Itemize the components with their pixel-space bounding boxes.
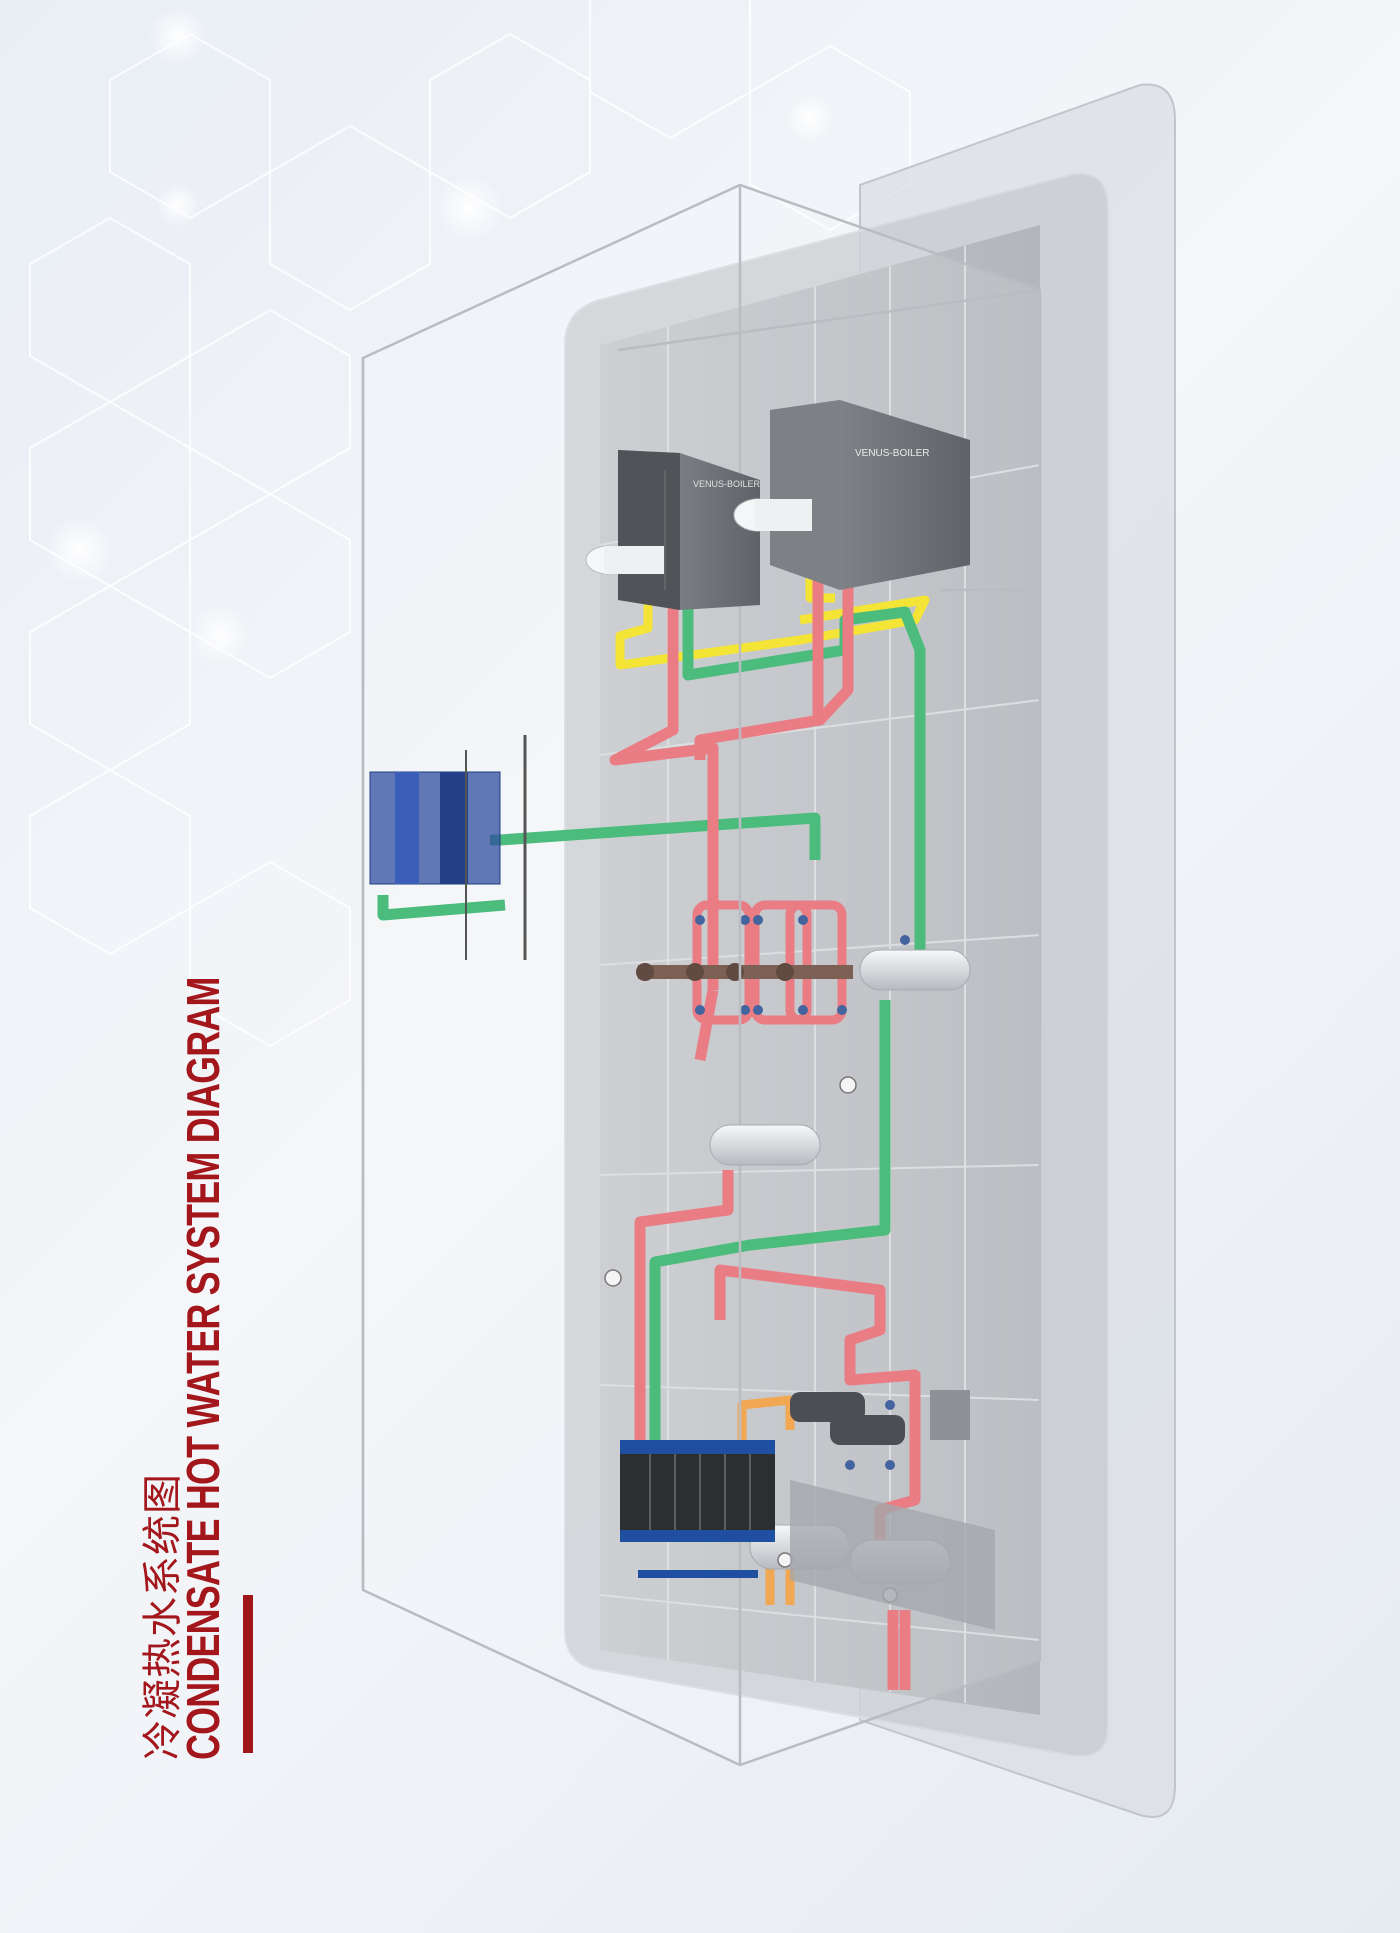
plate-heat-exchanger <box>620 1440 775 1578</box>
boiler-right: VENUS-BOILER <box>733 400 970 590</box>
title-accent-bar <box>243 1595 253 1753</box>
pressure-gauges <box>604 1076 898 1603</box>
circulation-pumps <box>790 1390 970 1445</box>
title-english: CONDENSATE HOT WATER SYSTEM DIAGRAM <box>177 977 229 1760</box>
background-glow-dots <box>46 6 836 665</box>
pump-loops <box>692 900 847 1025</box>
boiler-left-brand-label: VENUS-BOILER <box>693 479 761 489</box>
boiler-right-brand-label: VENUS-BOILER <box>855 448 929 459</box>
expansion-tank <box>369 735 527 960</box>
boiler-left: VENUS-BOILER <box>585 450 761 610</box>
hot-pipe-red <box>609 548 921 1690</box>
valve-handles <box>695 915 910 1470</box>
equipment-base <box>790 1480 995 1630</box>
title-block: 冷凝热水系统图 CONDENSATE HOT WATER SYSTEM DIAG… <box>120 977 320 1760</box>
